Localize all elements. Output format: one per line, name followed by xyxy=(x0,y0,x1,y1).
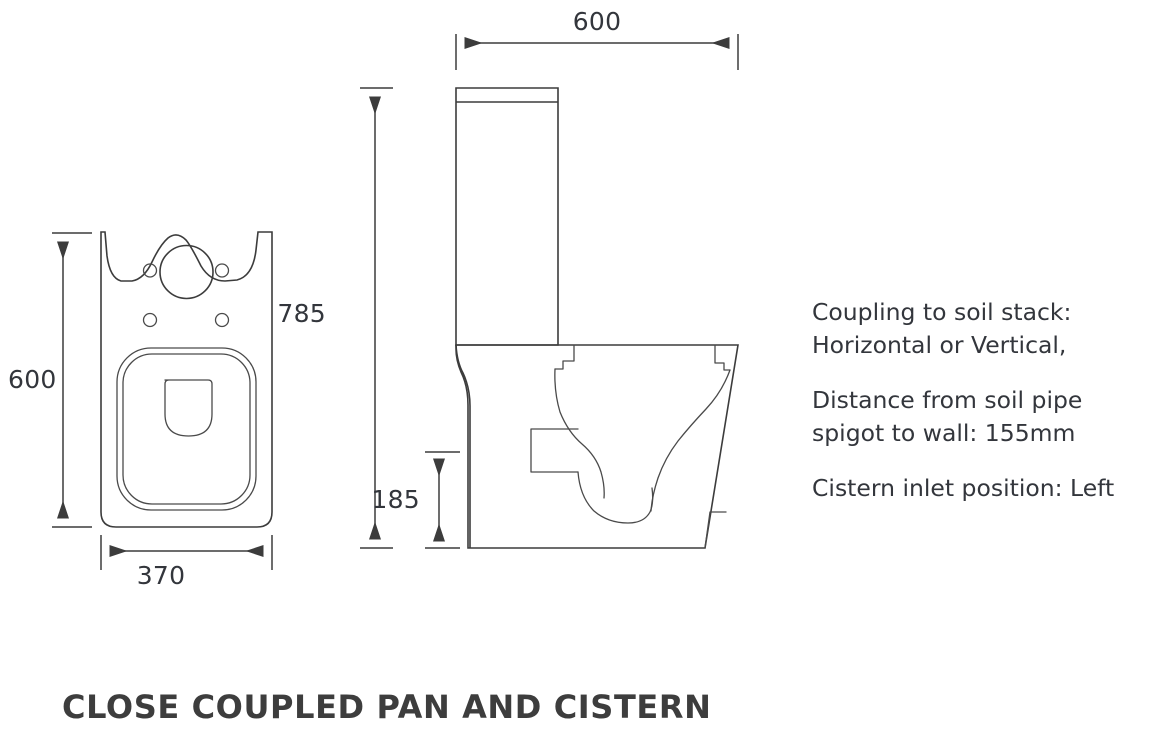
side-view-group: 600 785 185 xyxy=(277,7,739,549)
pan-rear-waist xyxy=(455,344,471,548)
spec-item-coupling: Coupling to soil stack: Horizontal or Ve… xyxy=(812,296,1152,362)
spec-soil-pipe-line-1: Distance from soil pipe xyxy=(812,386,1083,414)
spec-item-cistern-inlet: Cistern inlet position: Left xyxy=(812,472,1152,505)
title-bar: CLOSE COUPLED PAN AND CISTERN xyxy=(62,688,962,726)
dim-label-side-view-height: 785 xyxy=(277,299,326,328)
spec-cistern-inlet-line-1: Cistern inlet position: Left xyxy=(812,474,1115,502)
dim-label-side-view-outlet-height: 185 xyxy=(371,485,420,514)
top-view-group: 600 370 xyxy=(8,231,273,590)
seat-notch-rear xyxy=(554,344,575,370)
spec-item-soil-pipe-distance: Distance from soil pipe spigot to wall: … xyxy=(812,384,1152,450)
flush-aperture xyxy=(164,379,213,437)
spec-coupling-line-1: Coupling to soil stack: xyxy=(812,298,1072,326)
dim-side-view-depth: 600 xyxy=(455,7,739,70)
bowl-rim-outer xyxy=(116,347,257,511)
pan-outline-side-view xyxy=(455,344,739,549)
pan-base-front-step xyxy=(704,511,727,549)
bowl-inner-wall-front xyxy=(650,369,731,512)
spec-soil-pipe-line-2: spigot to wall: 155mm xyxy=(812,419,1076,447)
specifications-block: Coupling to soil stack: Horizontal or Ve… xyxy=(812,296,1152,505)
pan-outline-top-view xyxy=(100,231,273,528)
dim-top-view-width: 370 xyxy=(100,535,273,590)
fixing-hole-upper-right xyxy=(214,263,230,278)
dim-top-view-height: 600 xyxy=(8,232,92,528)
dim-label-top-view-width: 370 xyxy=(137,561,186,590)
flush-valve-circle xyxy=(159,244,214,300)
trap-sump xyxy=(577,471,654,524)
bowl-rim-inner xyxy=(122,353,251,505)
drawing-title: CLOSE COUPLED PAN AND CISTERN xyxy=(62,688,712,726)
bowl-inner-wall-rear xyxy=(554,368,605,499)
fixing-hole-lower-right xyxy=(214,312,230,328)
fixing-hole-upper-left xyxy=(142,263,158,278)
dim-label-side-view-depth: 600 xyxy=(573,7,622,36)
seat-notch-front xyxy=(714,344,731,371)
spec-coupling-line-2: Horizontal or Vertical, xyxy=(812,331,1067,359)
cistern-body xyxy=(455,87,559,346)
dim-side-view-outlet-height: 185 xyxy=(371,451,460,549)
dim-label-top-view-height: 600 xyxy=(8,365,57,394)
soil-outlet-spigot xyxy=(530,428,579,473)
dim-side-view-height: 785 xyxy=(277,87,393,549)
fixing-hole-lower-left xyxy=(142,312,158,328)
